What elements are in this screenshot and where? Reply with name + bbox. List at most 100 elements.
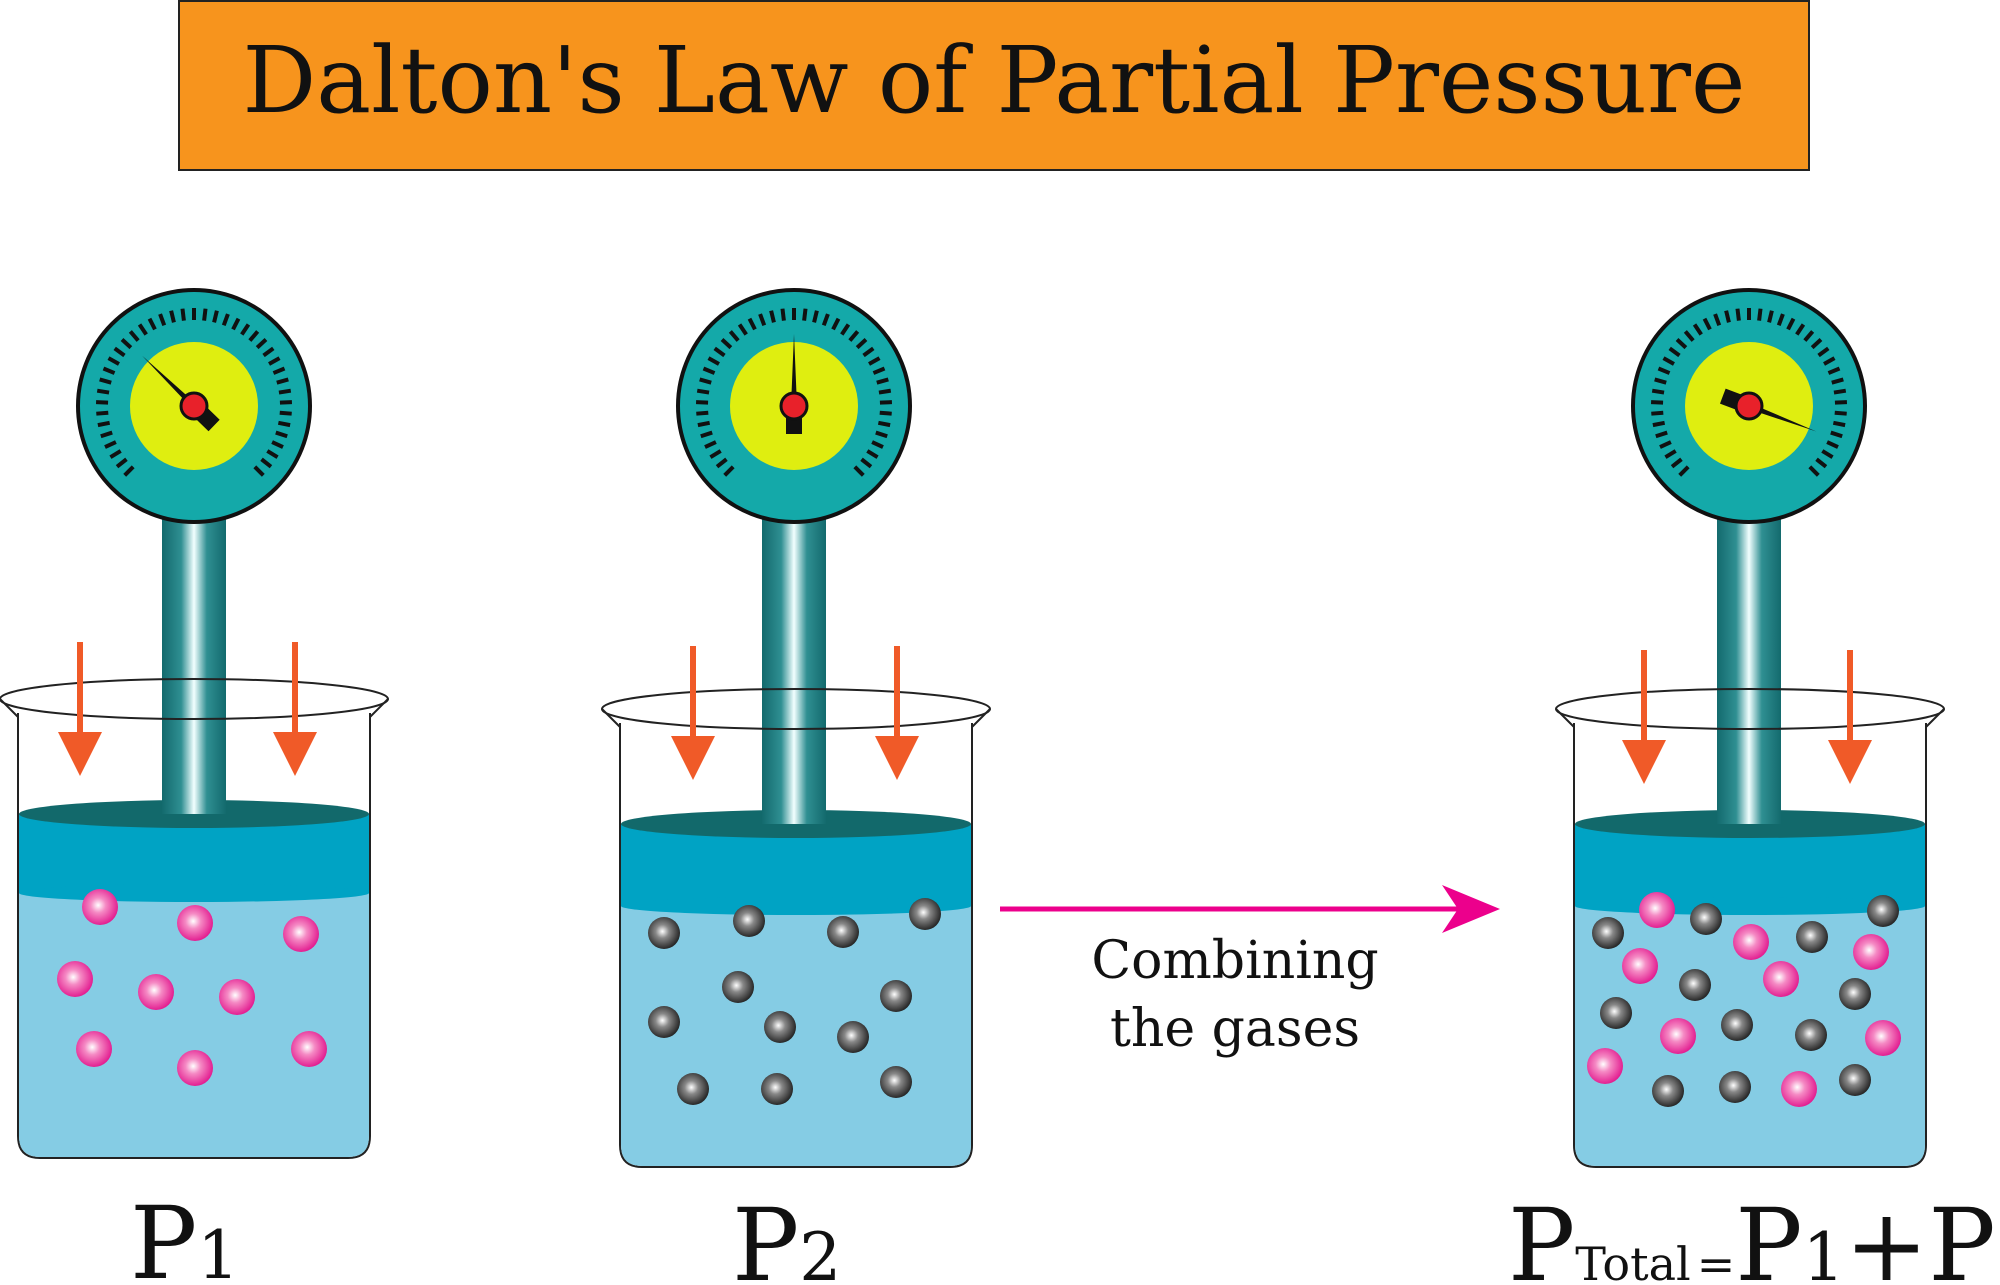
combine-label-line2: the gases — [1110, 999, 1360, 1059]
gas-particle-pink — [1781, 1071, 1817, 1107]
pressure-gauge — [1631, 288, 1867, 524]
gas-particle-gray — [761, 1073, 793, 1105]
gas-particle-pink — [1763, 961, 1799, 997]
gauge-tick — [278, 388, 292, 395]
gas-particle-pink — [1853, 934, 1889, 970]
gauge-tick — [1834, 410, 1847, 416]
gas-particle-gray — [1652, 1075, 1684, 1107]
needle-tip — [791, 334, 797, 406]
gas-particle-gray — [764, 1011, 796, 1043]
gauge-tick — [758, 313, 767, 327]
gauge-tick — [1833, 388, 1847, 395]
gauge-tick — [1652, 420, 1666, 428]
gauge-tick — [1692, 323, 1703, 336]
gauge-tick — [266, 449, 279, 459]
gauge-tick — [840, 323, 851, 336]
gas-particle-pink — [1622, 948, 1658, 984]
gas-particle-gray — [1592, 917, 1624, 949]
gauge-tick — [1651, 410, 1664, 416]
beaker-assembly-1 — [0, 288, 389, 1159]
gauge-tick — [1654, 377, 1667, 385]
gauge-tick — [878, 388, 892, 395]
gauge-tick — [769, 310, 776, 323]
gauge-tick — [1826, 440, 1839, 449]
gauge-tick — [821, 313, 830, 327]
arrowhead-icon — [1442, 885, 1500, 933]
label-ptotal-equation: PTotal=P1+P2 — [1508, 1187, 2000, 1285]
gauge-tick — [180, 308, 186, 321]
gauge-tick — [737, 323, 748, 336]
gauge-tick — [260, 457, 273, 469]
gas-particle-gray — [648, 1006, 680, 1038]
gauge-tick — [1683, 330, 1695, 342]
gauge-tick — [240, 323, 251, 336]
gauge-tick — [1767, 310, 1774, 323]
gauge-tick — [272, 366, 286, 375]
beaker-lip — [1555, 708, 1945, 728]
gauge-tick — [277, 420, 291, 428]
gauge-tick — [862, 346, 875, 358]
gauge-tick — [255, 338, 268, 350]
gauge-tick — [271, 440, 284, 449]
gauge-tick — [1827, 366, 1841, 375]
gauge-tick — [137, 323, 148, 336]
gauge-tick — [866, 449, 879, 459]
needle-hub — [1734, 391, 1764, 421]
pressure-gauge — [676, 288, 912, 524]
gauge-tick — [780, 308, 786, 321]
gauge-tick — [1713, 313, 1722, 327]
gauge-tick — [1786, 317, 1796, 331]
gauge-tick — [707, 356, 720, 366]
gauge-tick — [877, 420, 891, 428]
gauge-tick — [831, 317, 841, 331]
beaker-lip — [601, 708, 991, 728]
gauge-tick — [102, 366, 116, 375]
gas-particle-gray — [648, 917, 680, 949]
gauge-tick — [1832, 420, 1846, 428]
gas-particle-pink — [1660, 1018, 1696, 1054]
gauge-tick — [702, 366, 716, 375]
gauge-tick — [728, 330, 740, 342]
gauge-tick — [1810, 338, 1823, 350]
gauge-stem — [762, 506, 826, 824]
gauge-tick — [1776, 313, 1785, 327]
combine-arrow — [1000, 885, 1500, 933]
gas-particle-gray — [1867, 895, 1899, 927]
gauge-tick — [723, 465, 735, 477]
gauge-tick — [97, 420, 111, 428]
gauge-tick — [699, 377, 712, 385]
gauge-tick — [853, 465, 865, 477]
gas-particle-gray — [733, 905, 765, 937]
gas-particle-gray — [880, 980, 912, 1012]
gas-particle-pink — [138, 974, 174, 1010]
gauge-tick — [169, 310, 176, 323]
title-banner: Dalton's Law of Partial Pressure — [178, 0, 1810, 171]
gauge-tick — [704, 440, 717, 449]
gas-particle-gray — [1690, 903, 1722, 935]
gauge-tick — [128, 330, 140, 342]
gauge-tick — [1831, 377, 1844, 385]
gauge-tick — [876, 377, 889, 385]
gauge-tick — [747, 317, 757, 331]
gas-particle-gray — [827, 916, 859, 948]
gas-particle-gray — [1679, 969, 1711, 1001]
gas-particle-pink — [82, 889, 118, 925]
gauge-tick — [147, 317, 157, 331]
gauge-tick — [268, 356, 281, 366]
gauge-tick — [253, 465, 265, 477]
needle-tip — [1747, 403, 1817, 432]
gauge-tick — [109, 449, 122, 459]
gauge-tick — [212, 310, 219, 323]
gas-particle-gray — [722, 971, 754, 1003]
gas-particle-pink — [1733, 924, 1769, 960]
gauge-tick — [100, 430, 113, 439]
gauge-tick — [871, 440, 884, 449]
gas-particle-gray — [837, 1021, 869, 1053]
needle-hub — [179, 391, 209, 421]
gauge-tick — [1668, 346, 1681, 358]
gauge-tick — [107, 356, 120, 366]
gas-particle-gray — [1795, 1019, 1827, 1051]
gauge-tick — [1655, 430, 1668, 439]
gas-particle-pink — [1865, 1020, 1901, 1056]
gauge-tick — [248, 330, 260, 342]
